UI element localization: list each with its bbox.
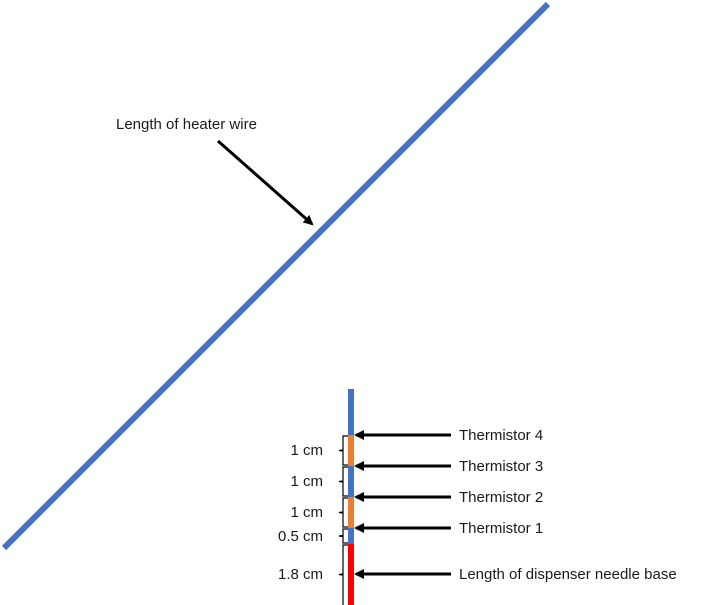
needle-base-label: Length of dispenser needle base bbox=[459, 566, 677, 583]
thermistor-4-label: Thermistor 4 bbox=[459, 427, 544, 444]
dimension-label-5: 1.8 cm bbox=[277, 566, 323, 583]
brace-1cm-a bbox=[338, 435, 348, 466]
thermistor-3-label: Thermistor 3 bbox=[459, 458, 544, 475]
brace-0-5cm bbox=[338, 528, 348, 544]
bar-segment-blue-top bbox=[348, 389, 354, 435]
heater-wire-arrow bbox=[217, 139, 314, 226]
heater-wire-label: Length of heater wire bbox=[116, 116, 257, 133]
brace-1cm-c bbox=[338, 497, 348, 528]
brace-1cm-b bbox=[338, 466, 348, 497]
dimension-label-1: 1 cm bbox=[290, 442, 323, 459]
bar-segment-blue-mid bbox=[348, 466, 354, 497]
bar-segment-blue-low bbox=[348, 528, 354, 544]
bar-segment-thermistor-2-1 bbox=[348, 497, 354, 528]
brace-1-8cm bbox=[338, 544, 348, 605]
dimension-braces bbox=[338, 435, 348, 605]
bar-segment-needle-base bbox=[348, 544, 354, 605]
dimension-label-2: 1 cm bbox=[290, 473, 323, 490]
dimension-label-3: 1 cm bbox=[290, 504, 323, 521]
probe-bar bbox=[348, 389, 354, 605]
heater-wire-line bbox=[1, 1, 551, 551]
thermistor-2-label: Thermistor 2 bbox=[459, 489, 544, 506]
dimension-label-4: 0.5 cm bbox=[277, 528, 323, 545]
bar-segment-thermistor-4-3 bbox=[348, 435, 354, 466]
thermistor-1-label: Thermistor 1 bbox=[459, 520, 544, 537]
pointer-arrows bbox=[354, 430, 451, 579]
